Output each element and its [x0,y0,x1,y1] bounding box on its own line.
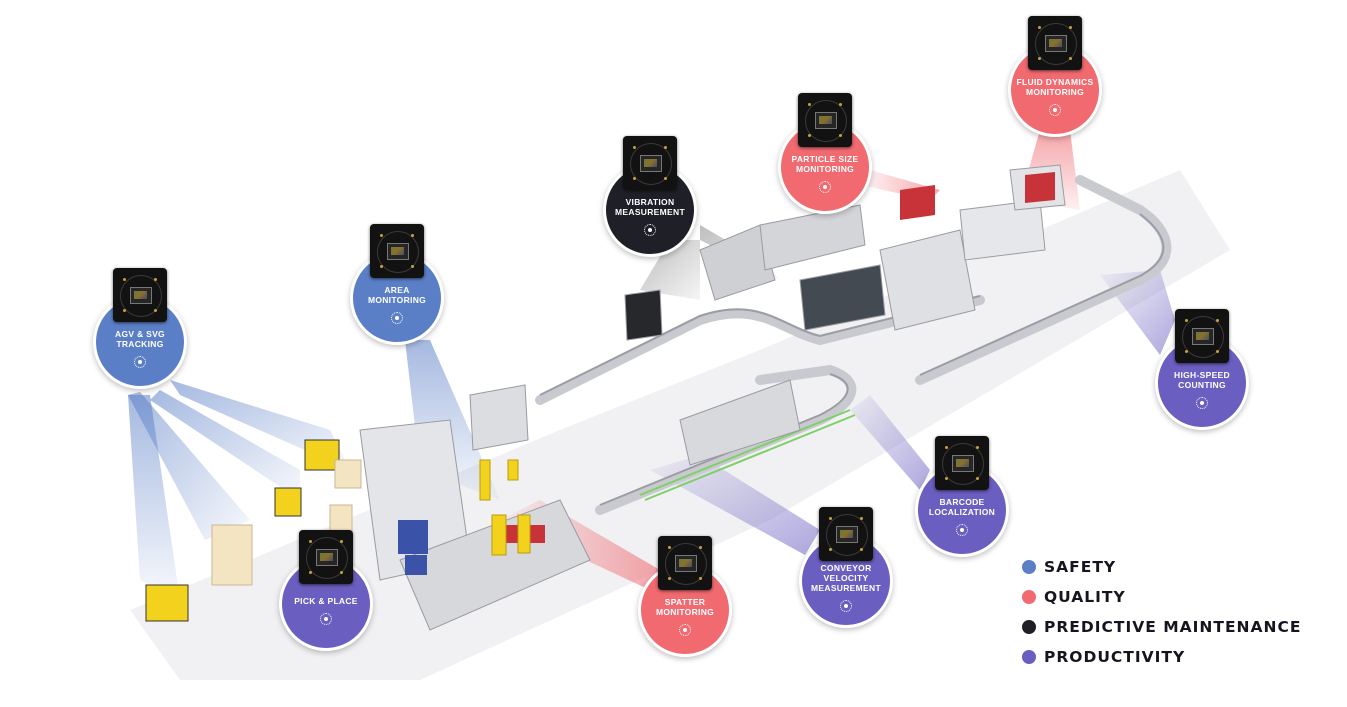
legend-label-productivity: PRODUCTIVITY [1044,648,1186,666]
node-label-spatter: SPATTER MONITORING [655,596,715,617]
node-conveyor: CONVEYOR VELOCITY MEASUREMENT [799,534,893,628]
event-sensor-icon [370,224,424,278]
event-sensor-icon [935,436,989,490]
event-sensor-icon [658,536,712,590]
legend: SAFETY QUALITY PREDICTIVE MAINTENANCE PR… [1022,552,1301,672]
node-label-highspeed: HIGH-SPEED COUNTING [1174,369,1230,390]
beam-vibration [640,240,700,300]
conveyor-line-edge [539,213,1165,506]
pallets [211,459,362,586]
target-icon [956,523,968,536]
event-sensor-icon [299,530,353,584]
blue-racks [398,520,428,575]
node-label-barcode: BARCODE LOCALIZATION [928,496,996,517]
event-sensor-icon [819,507,873,561]
node-particle: PARTICLE SIZE MONITORING [778,120,872,214]
node-label-agv: AGV & SVG TRACKING [115,328,165,349]
target-icon [840,599,852,612]
yellow-robots [479,459,531,556]
legend-item-safety: SAFETY [1022,552,1301,582]
beam-barcode [850,395,930,490]
legend-item-quality: QUALITY [1022,582,1301,612]
target-icon [134,355,146,368]
target-icon [644,223,656,236]
event-sensor-icon [798,93,852,147]
legend-dot-productivity [1022,650,1036,664]
green-rails [639,409,856,501]
target-icon [679,623,691,636]
target-icon [1049,103,1061,116]
event-sensor-icon [113,268,167,322]
node-label-fluid: FLUID DYNAMICS MONITORING [1016,76,1094,97]
node-label-conveyor: CONVEYOR VELOCITY MEASUREMENT [811,562,881,593]
legend-label-predictive-maintenance: PREDICTIVE MAINTENANCE [1044,618,1302,636]
legend-dot-safety [1022,560,1036,574]
target-icon [391,311,403,324]
legend-dot-predictive-maintenance [1022,620,1036,634]
red-equipment [505,172,1055,543]
legend-label-quality: QUALITY [1044,588,1126,606]
node-label-area: AREA MONITORING [367,284,427,305]
node-label-particle: PARTICLE SIZE MONITORING [791,153,859,174]
legend-dot-quality [1022,590,1036,604]
conveyor-line [535,175,1172,515]
node-label-vibration: VIBRATION MEASUREMENT [615,196,685,217]
legend-item-predictive-maintenance: PREDICTIVE MAINTENANCE [1022,612,1301,642]
node-label-pick: PICK & PLACE [294,595,358,606]
event-sensor-icon [623,136,677,190]
forklifts [145,439,340,622]
target-icon [1196,396,1208,409]
legend-item-productivity: PRODUCTIVITY [1022,642,1301,672]
target-icon [320,612,332,625]
event-sensor-icon [1028,16,1082,70]
event-sensor-icon [1175,309,1229,363]
legend-label-safety: SAFETY [1044,558,1117,576]
target-icon [819,180,831,193]
